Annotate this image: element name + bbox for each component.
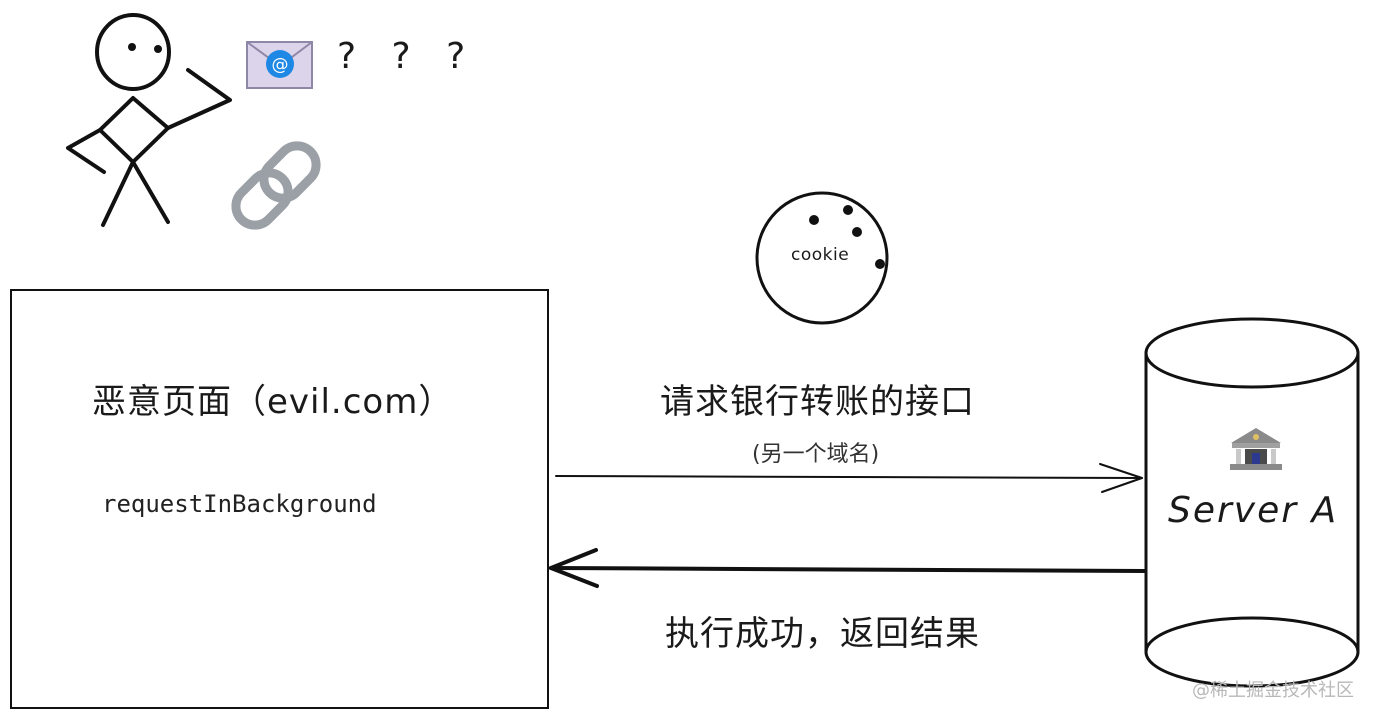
- question-marks: ? ? ?: [337, 36, 478, 77]
- cookie: [755, 191, 889, 325]
- email-icon: @: [246, 41, 313, 89]
- response-arrow: [549, 548, 1146, 588]
- bank-icon: [1230, 428, 1282, 470]
- link-icon: [231, 141, 321, 230]
- stick-figure: [66, 13, 232, 227]
- stick-figure-body: [98, 96, 170, 164]
- request-label: 请求银行转账的接口: [660, 382, 975, 422]
- evil-page-title: 恶意页面（evil.com）: [92, 382, 454, 422]
- evil-page-code: requestInBackground: [102, 490, 377, 518]
- request-arrow: [555, 463, 1143, 493]
- svg-text:@: @: [272, 55, 289, 75]
- response-label: 执行成功，返回结果: [665, 614, 980, 654]
- watermark: @稀土掘金技术社区: [1192, 680, 1354, 701]
- cookie-label: cookie: [791, 245, 850, 265]
- request-sublabel: (另一个域名): [752, 442, 880, 467]
- server-cylinder: [1144, 317, 1360, 688]
- server-label: Server A: [1168, 490, 1339, 531]
- stick-figure-head: [95, 13, 171, 91]
- evil-page-box: [10, 289, 549, 709]
